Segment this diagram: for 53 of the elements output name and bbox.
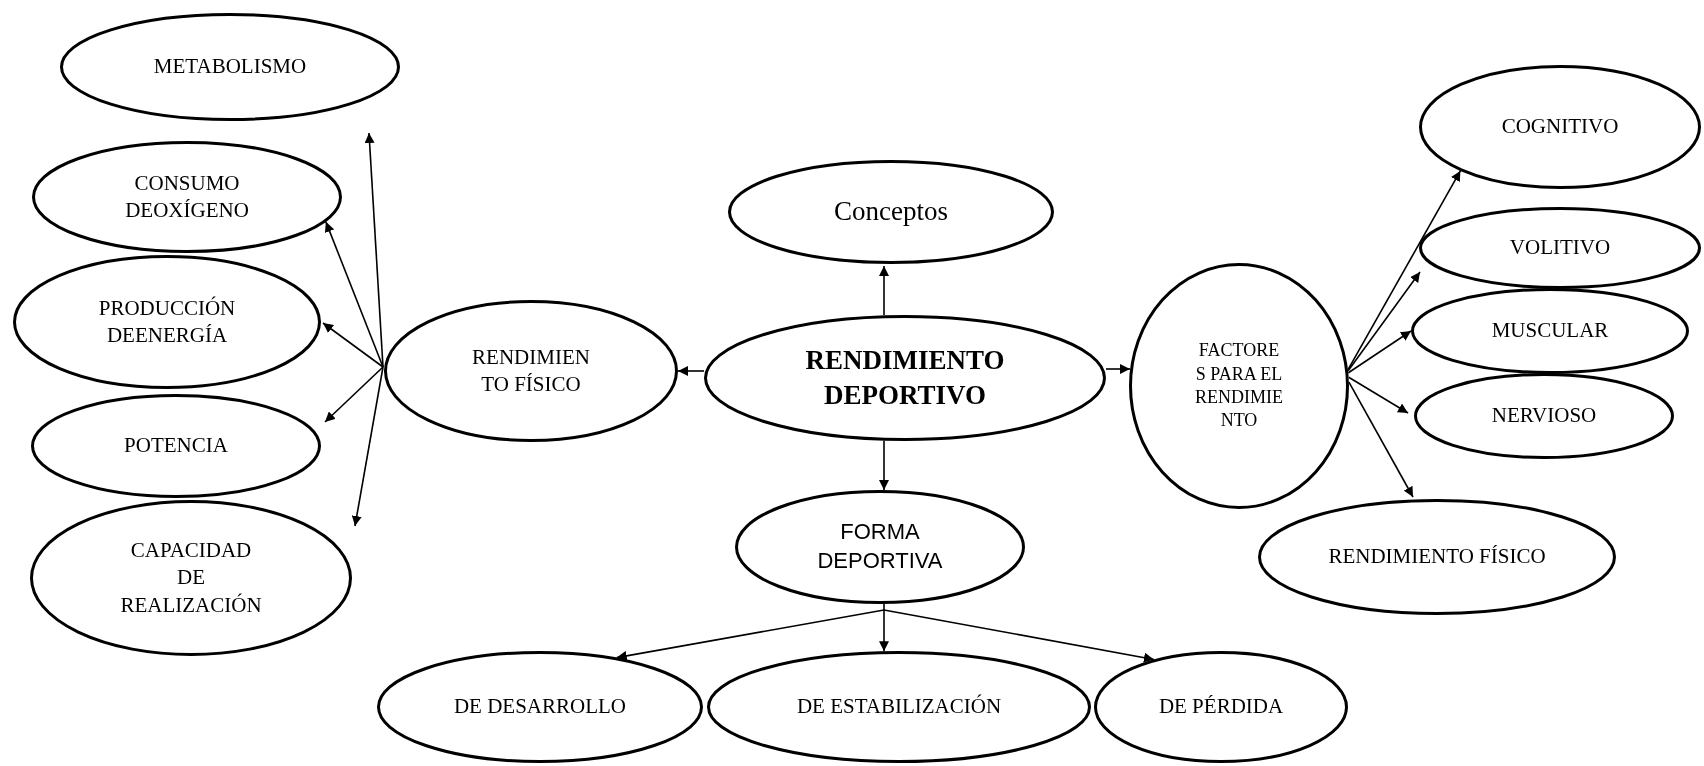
node-label: NERVIOSO: [1490, 402, 1598, 430]
concept-ellipse: [30, 500, 352, 656]
concept-ellipse: [31, 394, 321, 498]
concept-ellipse: [32, 141, 342, 253]
node-label: METABOLISMO: [152, 53, 308, 81]
arrow: [879, 265, 889, 316]
node-label: DE PÉRDIDA: [1157, 693, 1285, 721]
node-label: COGNITIVO: [1500, 113, 1620, 141]
concept-ellipse: [1419, 65, 1701, 189]
arrow: [1347, 271, 1421, 372]
arrow: [1347, 330, 1412, 374]
concept-ellipse: [707, 651, 1091, 763]
concept-ellipse: [60, 13, 400, 121]
node-label: POTENCIA: [123, 432, 229, 460]
node-label: RENDIMIENTO DEPORTIVO: [804, 343, 1006, 412]
node-label: VOLITIVO: [1508, 234, 1612, 262]
concept-ellipse: [1258, 499, 1616, 615]
concept-ellipse: [1129, 263, 1349, 509]
node-label: DE ESTABILIZACIÓN: [795, 693, 1003, 721]
arrow: [351, 366, 384, 527]
arrow: [1347, 170, 1462, 371]
concept-ellipse: [384, 300, 678, 442]
arrow: [677, 366, 705, 376]
arrow: [879, 439, 889, 491]
arrow: [322, 322, 384, 368]
concept-ellipse: [13, 255, 321, 389]
node-label: DE DESARROLLO: [452, 693, 628, 721]
arrow: [324, 221, 384, 368]
node-label: FACTORES PARA EL RENDIMIENTO: [1195, 339, 1283, 433]
node-label: MUSCULAR: [1490, 317, 1610, 345]
node-label: CONSUMO DEOXÍGENO: [124, 169, 250, 224]
node-label: CAPACIDAD DE REALIZACIÓN: [119, 537, 263, 619]
node-label: PRODUCCIÓN DEENERGÍA: [97, 294, 237, 349]
concept-ellipse: [1094, 651, 1348, 763]
arrow: [879, 603, 889, 652]
concept-ellipse: [728, 160, 1054, 264]
concept-ellipse: [1414, 373, 1674, 459]
concept-ellipse: [377, 651, 703, 763]
concept-ellipse: [1411, 288, 1689, 374]
arrow: [883, 609, 1155, 663]
arrow: [1105, 364, 1131, 374]
arrow: [1347, 376, 1409, 414]
arrow: [364, 132, 384, 368]
arrow: [1348, 381, 1414, 498]
node-label: Conceptos: [833, 195, 949, 229]
arrow: [324, 366, 384, 423]
node-label: FORMA DEPORTIVA: [816, 518, 944, 575]
arrow: [615, 609, 885, 661]
node-label: RENDIMIENTO FÍSICO: [1327, 543, 1547, 571]
concept-ellipse: [704, 315, 1106, 441]
concept-ellipse: [735, 490, 1025, 604]
concept-ellipse: [1419, 207, 1701, 289]
node-label: RENDIMIENTO FÍSICO: [471, 343, 591, 398]
